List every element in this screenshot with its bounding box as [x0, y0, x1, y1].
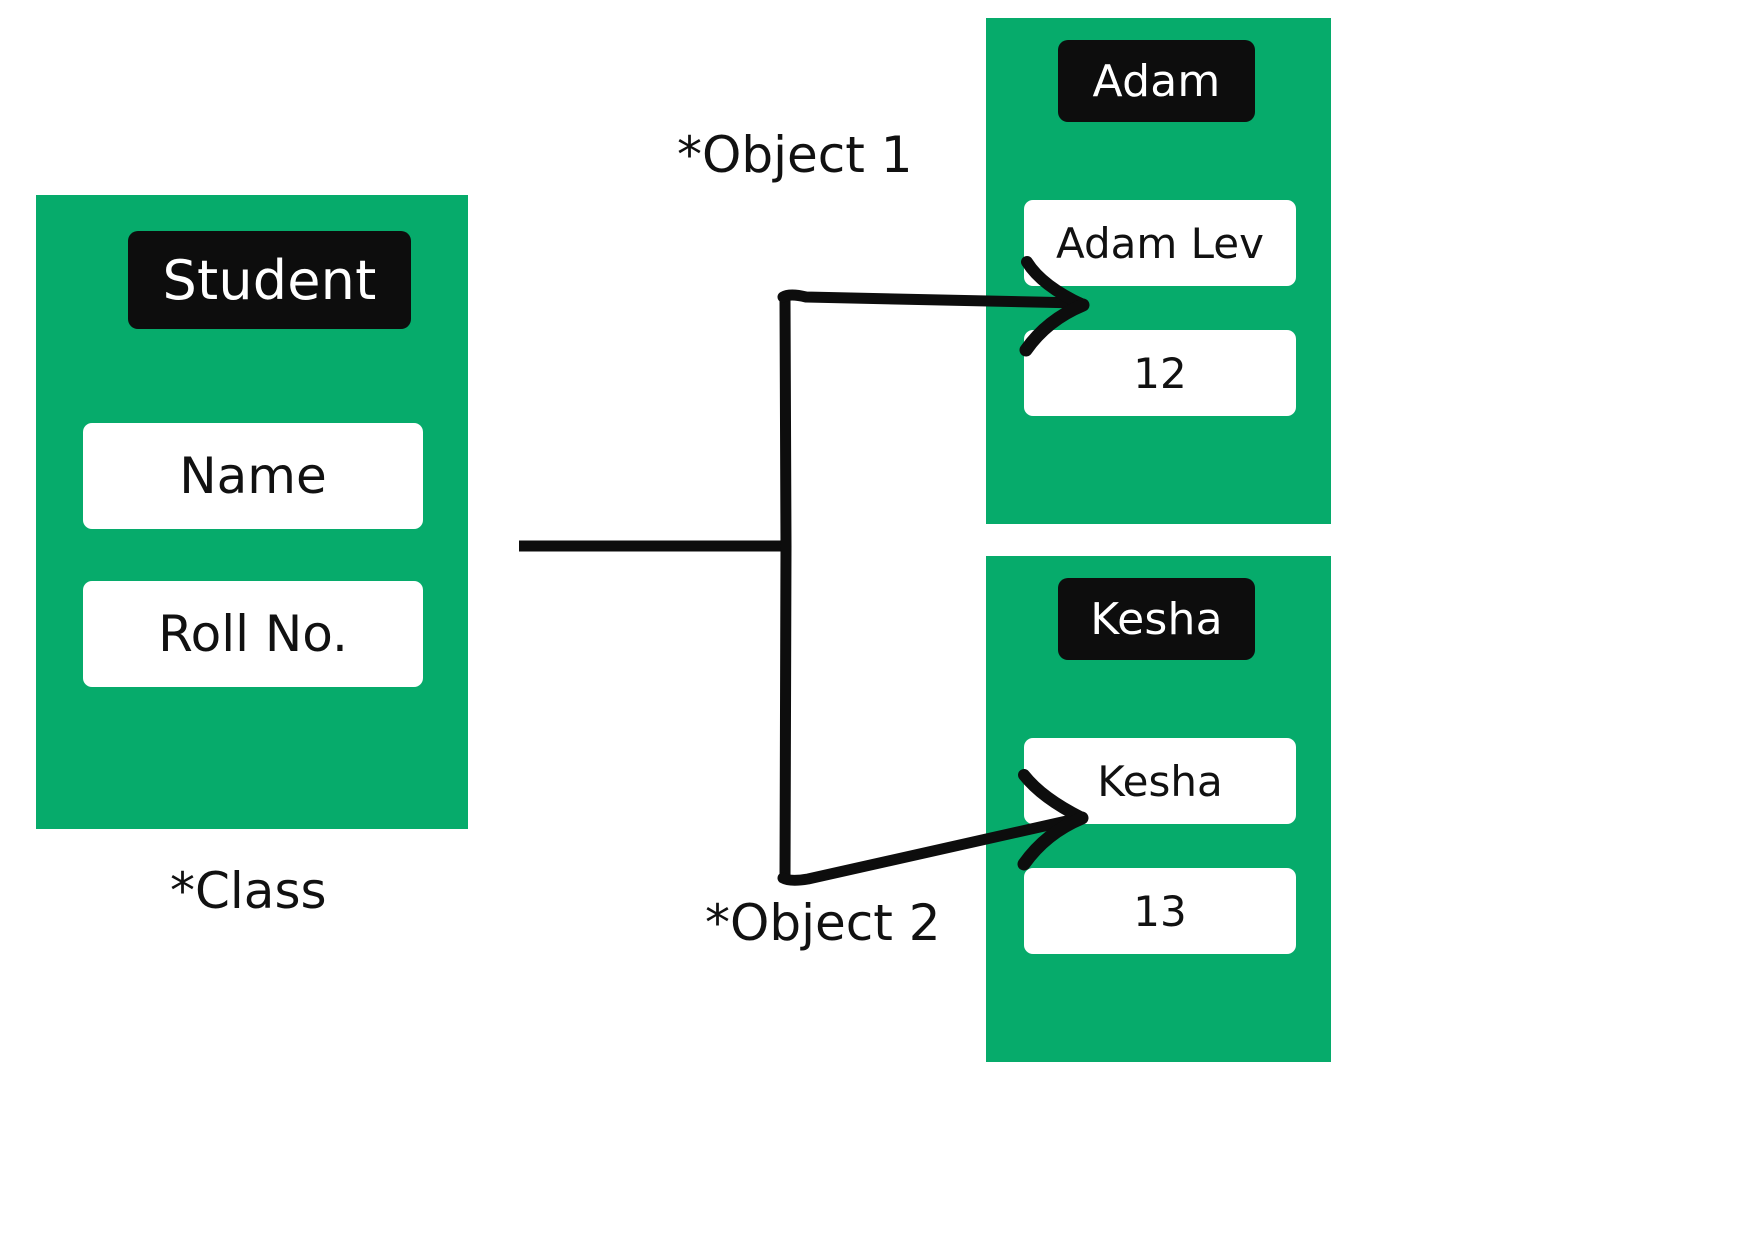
trunk-line	[779, 294, 792, 884]
class-field-roll-no: Roll No.	[83, 581, 423, 687]
object-1-title-chip: Adam	[1058, 40, 1255, 122]
object-card-1: Adam Adam Lev 12	[986, 18, 1331, 524]
object-card-2: Kesha Kesha 13	[986, 556, 1331, 1062]
object-2-caption: *Object 2	[705, 894, 941, 952]
object-2-field-roll-no: 13	[1024, 868, 1296, 954]
class-card: Student Name Roll No.	[36, 195, 468, 829]
object-1-field-roll-no: 12	[1024, 330, 1296, 416]
class-field-name: Name	[83, 423, 423, 529]
object-2-title-chip: Kesha	[1058, 578, 1255, 660]
class-title-chip: Student	[128, 231, 411, 329]
object-2-field-name: Kesha	[1024, 738, 1296, 824]
object-1-caption: *Object 1	[677, 126, 913, 184]
class-caption: *Class	[170, 862, 327, 920]
object-1-field-name: Adam Lev	[1024, 200, 1296, 286]
